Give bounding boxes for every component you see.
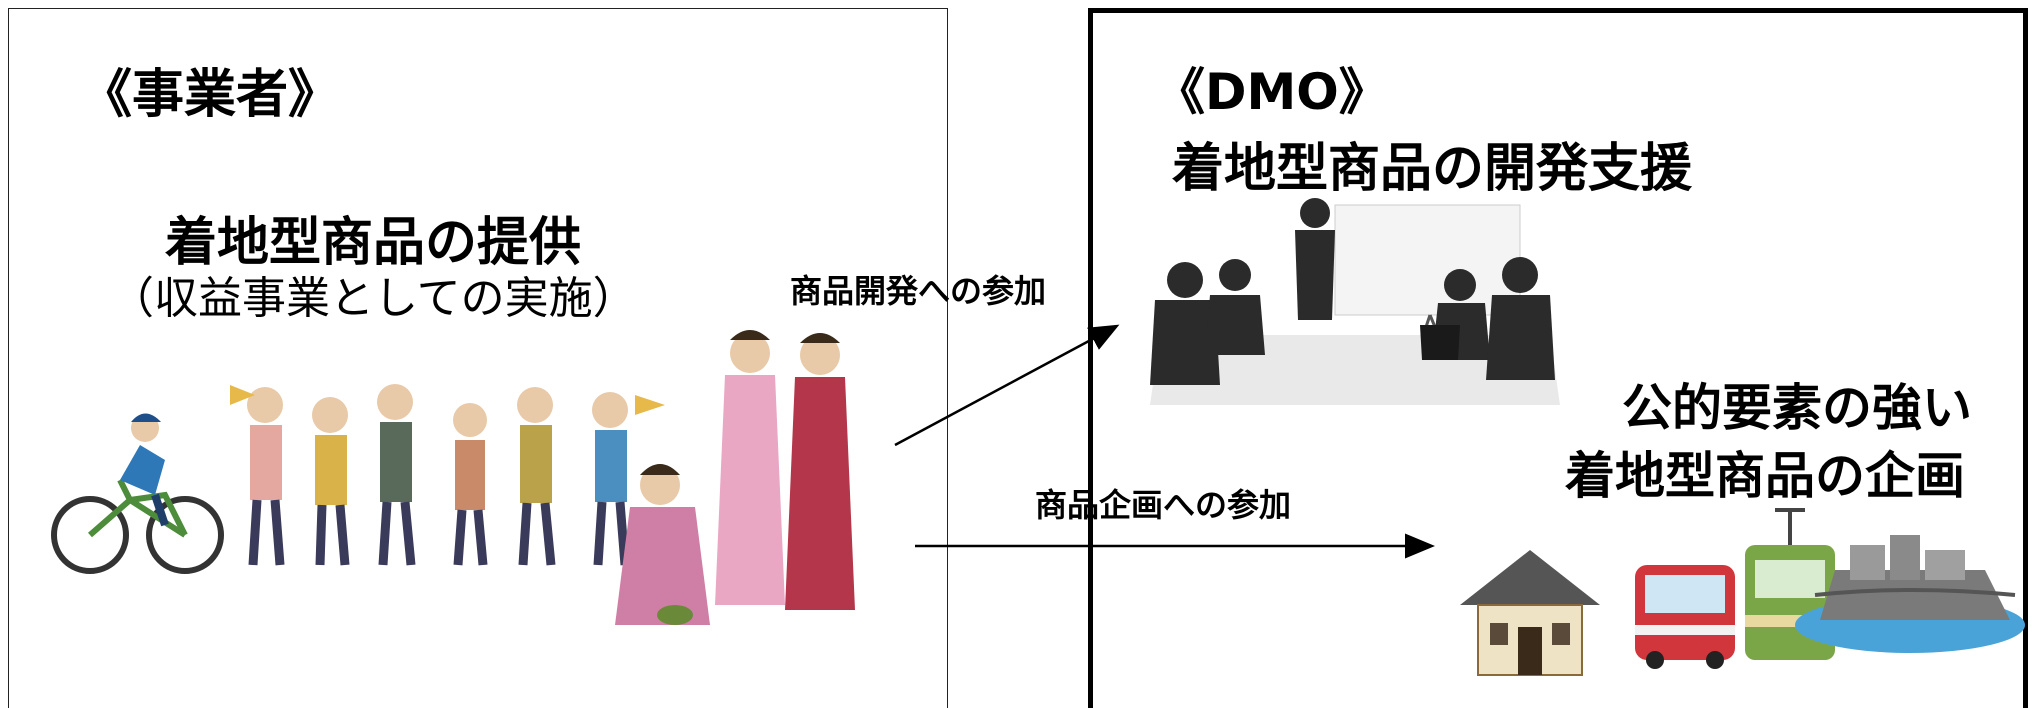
development-arrow <box>894 324 1120 447</box>
dmo-title: 着地型商品の開発支援 <box>1172 139 1693 199</box>
kimono-tea-ceremony-illustration <box>615 330 855 625</box>
business-meeting-illustration <box>1150 198 1560 405</box>
bus-icon <box>1635 565 1735 669</box>
operator-subtitle: （収益事業としての実施） <box>110 273 637 324</box>
operator-panel <box>8 8 948 708</box>
dmo-planning-line1: 公的要素の強い <box>1622 379 1972 437</box>
arrows-layer <box>894 324 1435 559</box>
traditional-house-icon <box>1460 550 1600 676</box>
dmo-heading: 《DMO》 <box>1155 63 1389 121</box>
arrow-label-development: 商品開発への参加 <box>790 272 1047 310</box>
tourists-group-illustration <box>230 384 665 566</box>
arrow-label-planning: 商品企画への参加 <box>1035 486 1292 524</box>
cyclist-illustration <box>51 413 224 574</box>
operator-title: 着地型商品の提供 <box>165 213 582 273</box>
dmo-panel <box>1088 8 2028 708</box>
operator-heading: 《事業者》 <box>80 65 341 125</box>
dmo-planning-line2: 着地型商品の企画 <box>1565 447 1965 505</box>
island-city-icon <box>1795 535 2025 653</box>
